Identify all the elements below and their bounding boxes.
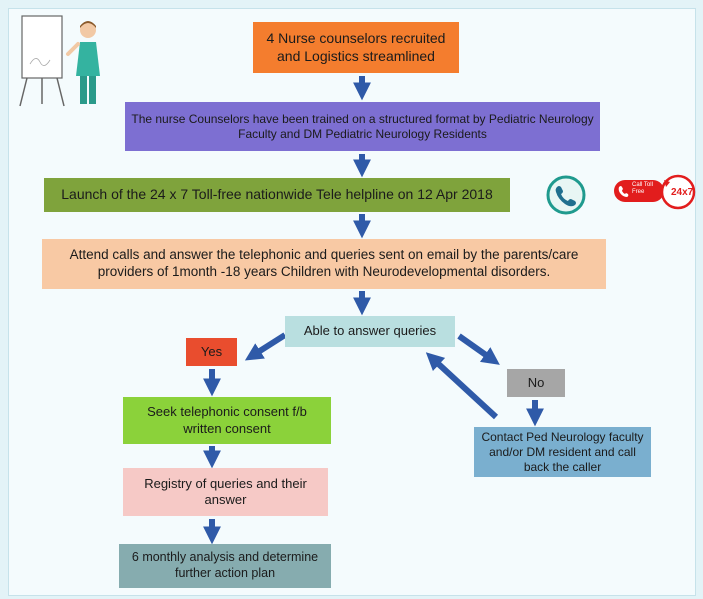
- toll-free-24x7-badge-icon: [614, 174, 696, 210]
- step-helpline-launch: Launch of the 24 x 7 Toll-free nationwid…: [44, 178, 510, 212]
- arrow-decision-to-no: [457, 333, 500, 365]
- decision-able-to-answer: Able to answer queries: [285, 316, 455, 347]
- toll-free-label: Call Toll Free: [632, 182, 653, 195]
- arrow-decision-to-yes: [244, 332, 287, 361]
- step-analysis: 6 monthly analysis and determine further…: [119, 544, 331, 588]
- step-recruit-counselors: 4 Nurse counselors recruited and Logisti…: [253, 22, 459, 73]
- nurse-whiteboard-illustration: [19, 15, 100, 107]
- step-contact-faculty: Contact Ped Neurology faculty and/or DM …: [474, 427, 651, 477]
- step-seek-consent: Seek telephonic consent f/b written cons…: [123, 397, 331, 444]
- hours-label: 24x7: [671, 187, 694, 198]
- step-attend-calls: Attend calls and answer the telephonic a…: [42, 239, 606, 289]
- branch-no: No: [507, 369, 565, 397]
- branch-yes: Yes: [186, 338, 237, 366]
- step-training: The nurse Counselors have been trained o…: [125, 102, 600, 151]
- phone-icon: [546, 175, 586, 215]
- arrow-contact-back-to-decision: [425, 352, 499, 420]
- step-registry: Registry of queries and their answer: [123, 468, 328, 516]
